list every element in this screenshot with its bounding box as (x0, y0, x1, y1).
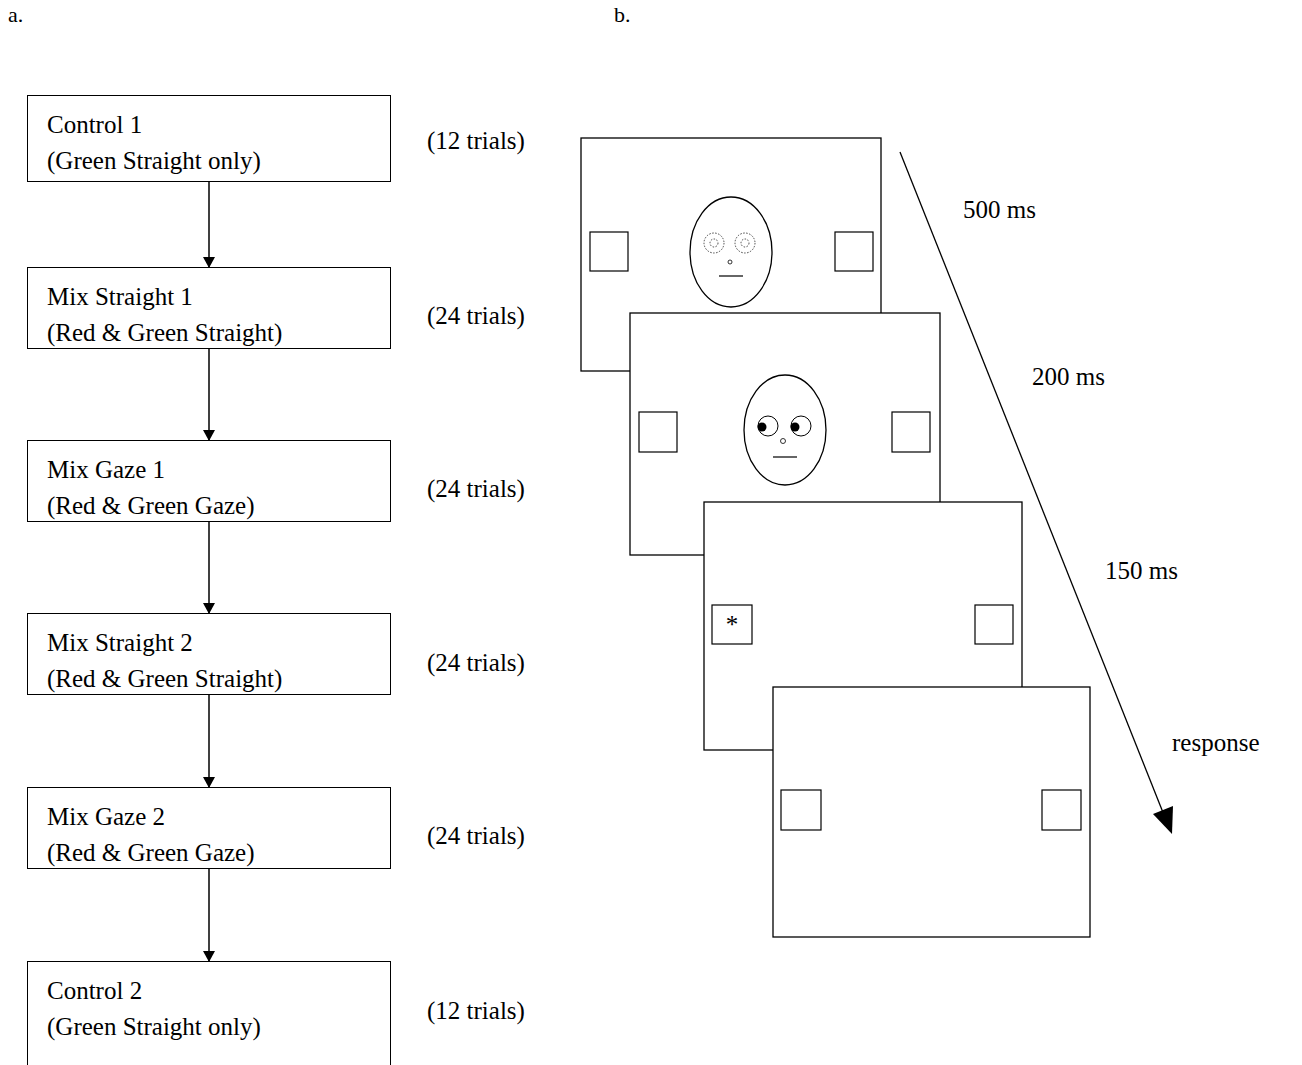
trial-count: (24 trials) (427, 821, 525, 851)
face-outline (744, 375, 826, 485)
process-box: Control 2(Green Straight only) (27, 961, 391, 1065)
trial-count: (12 trials) (427, 996, 525, 1026)
trial-count: (12 trials) (427, 126, 525, 156)
eye-outline (735, 233, 755, 253)
block-title: Mix Straight 2 (47, 625, 380, 661)
block-title: Control 1 (47, 107, 380, 143)
face-mouth (773, 456, 797, 457)
time-arrow-head (1153, 806, 1173, 834)
target-symbol: * (712, 610, 752, 640)
timing-label: 500 ms (963, 195, 1036, 225)
trial-count: (24 trials) (427, 648, 525, 678)
target-square (892, 412, 930, 452)
target-square (835, 232, 873, 271)
eye-outline (758, 416, 778, 436)
eye-pupil (710, 239, 718, 247)
eye-outline (704, 233, 724, 253)
target-square (781, 790, 821, 830)
face-nose (781, 439, 786, 444)
process-box: Mix Straight 2(Red & Green Straight) (27, 613, 391, 695)
block-description: (Green Straight only) (47, 143, 380, 179)
trial-count: (24 trials) (427, 474, 525, 504)
block-description: (Red & Green Straight) (47, 315, 380, 351)
block-description: (Red & Green Gaze) (47, 488, 380, 524)
flow-arrow (208, 522, 210, 613)
panel-label: b. (614, 0, 631, 30)
process-box: Mix Gaze 1(Red & Green Gaze) (27, 440, 391, 522)
screen-frame (773, 687, 1090, 937)
flow-arrow (208, 869, 210, 961)
block-description: (Green Straight only) (47, 1009, 380, 1045)
block-description: (Red & Green Straight) (47, 661, 380, 697)
panel-label: a. (8, 0, 23, 30)
timing-label: 150 ms (1105, 556, 1178, 586)
target-square (712, 605, 752, 644)
target-square (975, 605, 1013, 644)
block-title: Mix Gaze 2 (47, 799, 380, 835)
target-square (639, 412, 677, 452)
trial-count: (24 trials) (427, 301, 525, 331)
face-mouth (719, 275, 743, 276)
eye-pupil (791, 423, 800, 432)
face-nose (728, 260, 732, 264)
block-title: Mix Gaze 1 (47, 452, 380, 488)
process-box: Mix Gaze 2(Red & Green Gaze) (27, 787, 391, 869)
block-title: Mix Straight 1 (47, 279, 380, 315)
process-box: Control 1(Green Straight only) (27, 95, 391, 182)
eye-outline (791, 416, 811, 436)
process-box: Mix Straight 1(Red & Green Straight) (27, 267, 391, 349)
eye-pupil (741, 239, 749, 247)
face-outline (690, 197, 772, 307)
target-square (1042, 790, 1081, 830)
flow-arrow (208, 182, 210, 267)
eye-pupil (758, 423, 767, 432)
timing-label: 200 ms (1032, 362, 1105, 392)
block-title: Control 2 (47, 973, 380, 1009)
target-square (590, 232, 628, 271)
time-arrow-line (900, 152, 1164, 815)
block-description: (Red & Green Gaze) (47, 835, 380, 871)
flow-arrow (208, 695, 210, 787)
timing-label: response (1172, 728, 1259, 758)
flow-arrow (208, 349, 210, 440)
